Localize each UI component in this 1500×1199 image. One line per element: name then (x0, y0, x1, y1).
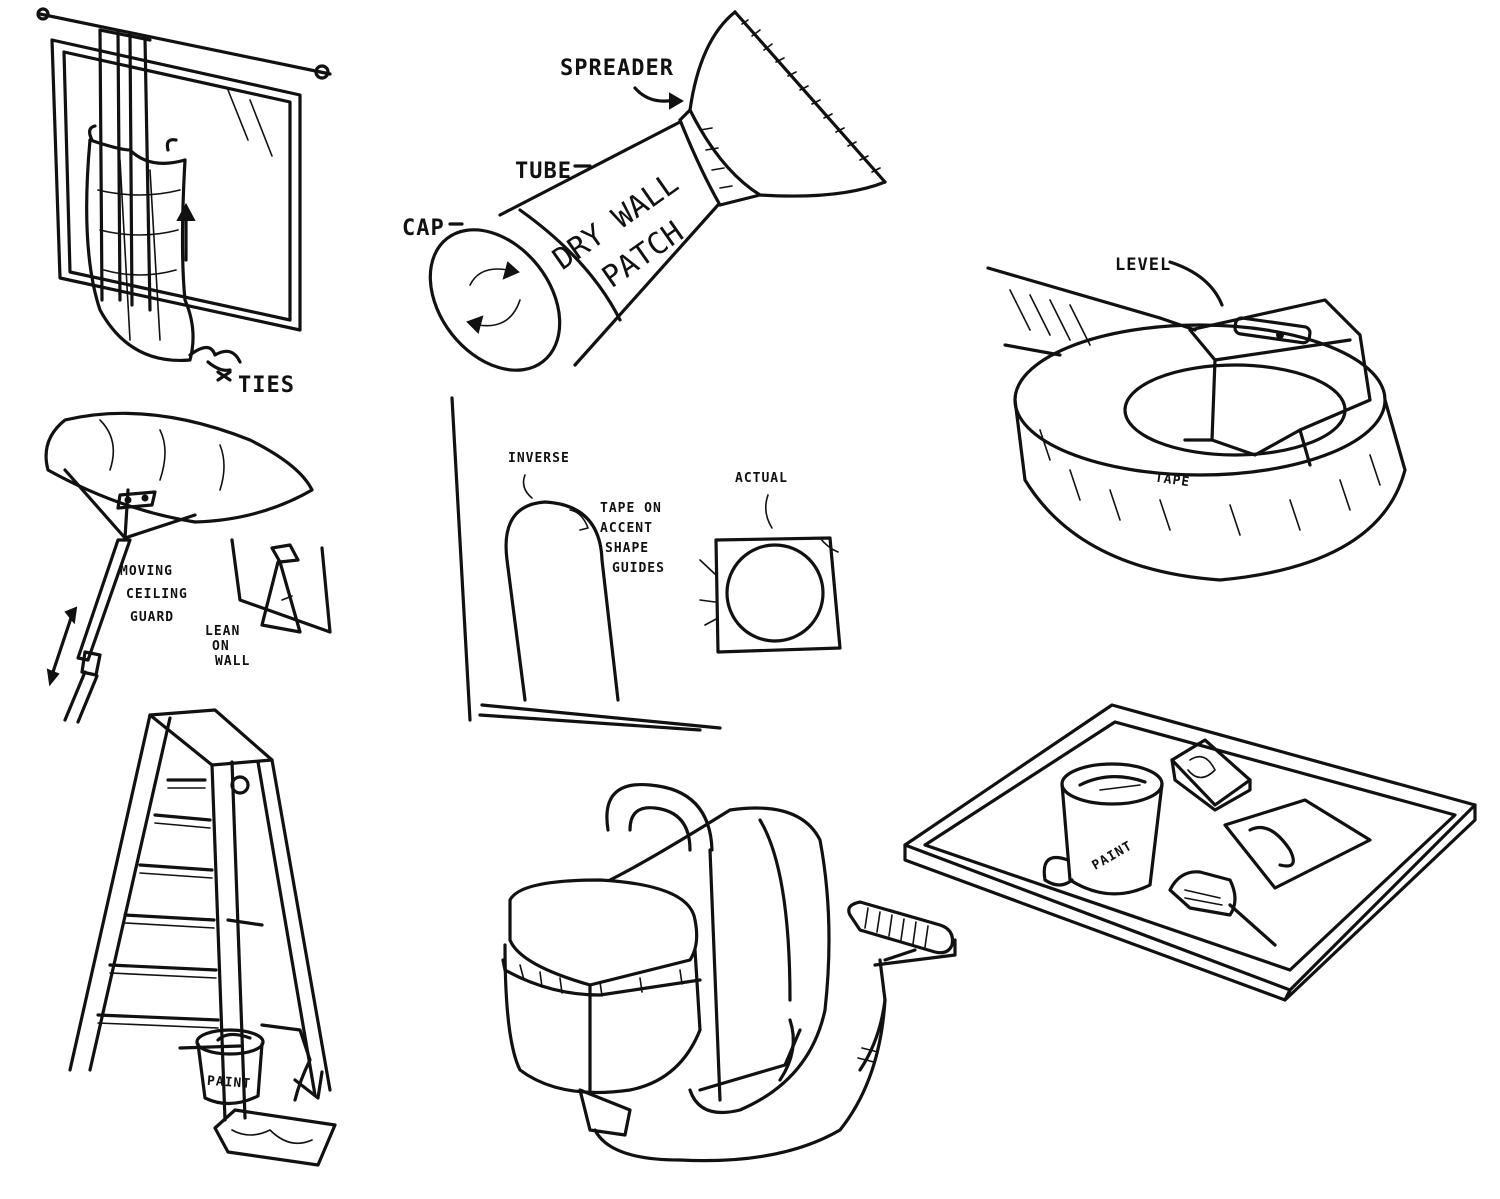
ladder-paint-label: PAINT (206, 1074, 251, 1092)
cap-label: CAP (402, 216, 445, 241)
tape-on-label-4: GUIDES (612, 561, 665, 576)
ceiling-guard-sketch: MOVING CEILING GUARD LEAN ON WALL (46, 413, 330, 722)
level-label: LEVEL (1115, 255, 1171, 275)
tape-on-label-1: TAPE ON (600, 501, 662, 516)
window-curtain-sketch: TIES (38, 9, 330, 398)
accent-shape-guides-sketch: INVERSE TAPE ON ACCENT SHAPE GUIDES ACTU… (452, 398, 840, 730)
tape-on-label-2: ACCENT (600, 521, 653, 536)
step-ladder-sketch: PAINT (70, 710, 335, 1165)
inverse-label: INVERSE (508, 451, 570, 466)
actual-label: ACTUAL (735, 471, 788, 486)
tube-label: TUBE (515, 159, 572, 184)
ceiling-guard-label-3: GUARD (130, 610, 174, 625)
ceiling-guard-label-1: MOVING (120, 564, 173, 579)
lean-label-3: WALL (215, 654, 250, 669)
tray-paint-label: PAINT (1090, 839, 1136, 874)
ceiling-guard-label-2: CEILING (126, 587, 188, 602)
tape-level-sketch: LEVEL TAPE (988, 255, 1405, 580)
lean-label-1: LEAN (205, 624, 240, 639)
tape-on-label-3: SHAPE (605, 541, 649, 556)
paint-sprayer-backpack-sketch (503, 785, 955, 1161)
ties-label: TIES (238, 373, 295, 398)
paint-tray-sketch: PAINT (905, 705, 1475, 1000)
lean-label-2: ON (212, 639, 230, 654)
drywall-patch-tube-sketch: DRY WALL PATCH SPREADER TUBE CAP (402, 12, 885, 395)
spreader-label: SPREADER (560, 56, 674, 81)
